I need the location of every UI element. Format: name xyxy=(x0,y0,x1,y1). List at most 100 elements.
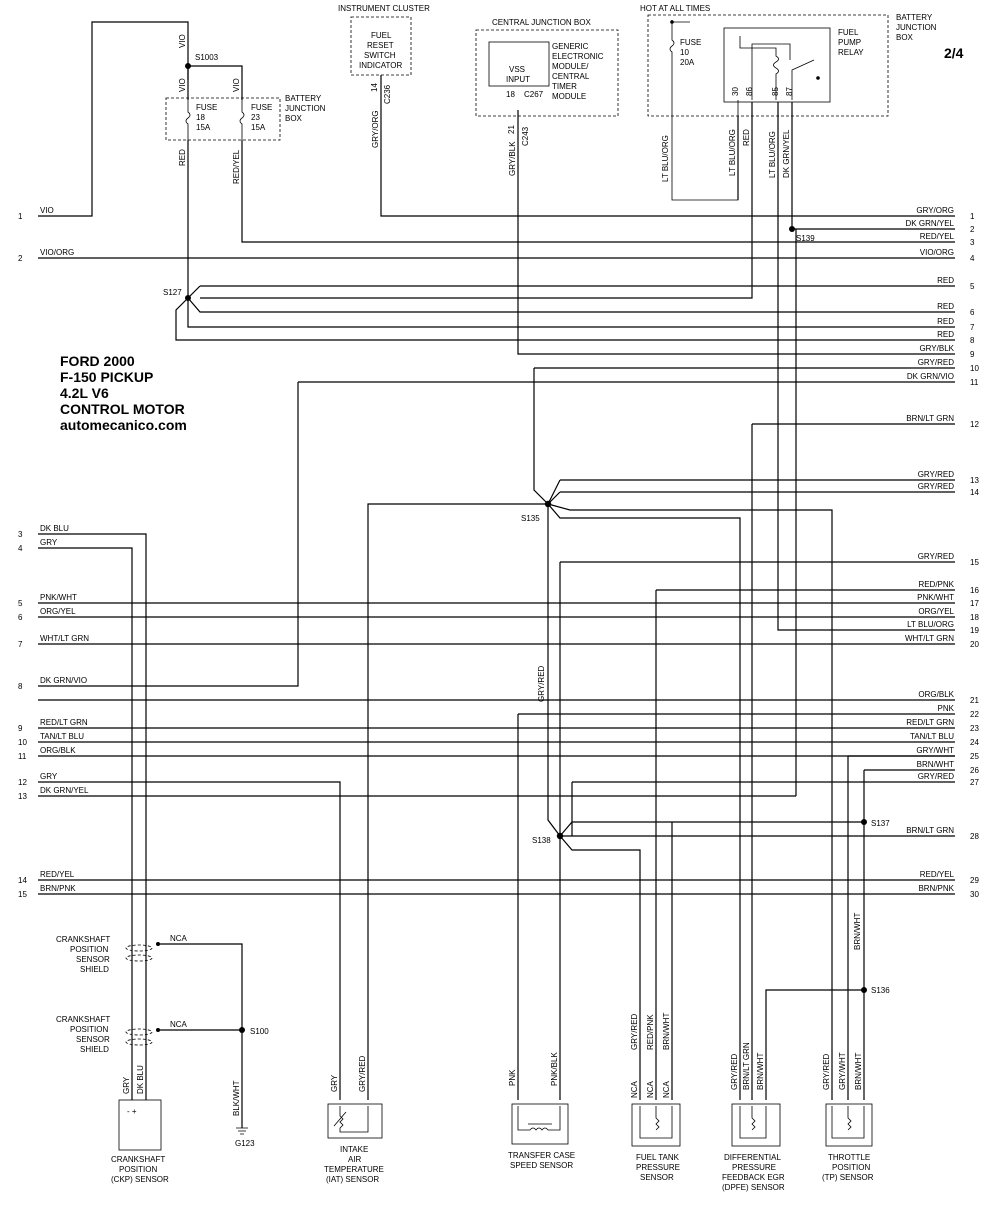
dpfe-l4: (DPFE) SENSOR xyxy=(722,1183,785,1192)
wire-gry-red-to-s135 xyxy=(533,368,549,505)
cjb-box xyxy=(475,29,619,117)
right-pin-wire-label: DK GRN/VIO xyxy=(907,372,954,381)
right-pin-wire-label: BRN/LT GRN xyxy=(906,414,954,423)
bus-red-6 xyxy=(187,297,955,313)
tp-l3: (TP) SENSOR xyxy=(822,1173,874,1182)
bjb-right-l3: BOX xyxy=(896,33,914,42)
right-pin-wire-label: RED xyxy=(937,317,954,326)
wire-gry-blk-label: GRY/BLK xyxy=(508,141,517,176)
ftp-l1: FUEL TANK xyxy=(636,1153,680,1162)
left-pin-wire-label: RED/YEL xyxy=(40,870,75,879)
title-line1: FORD 2000 xyxy=(60,353,135,369)
wire-blk-wht-label: BLK/WHT xyxy=(232,1080,241,1116)
left-pin-number: 12 xyxy=(18,778,27,787)
shield1-l2: POSITION xyxy=(70,945,108,954)
tcs-coil-icon xyxy=(517,1106,561,1131)
dp-brnltgrn-label: BRN/LT GRN xyxy=(742,1042,751,1090)
wire-gry-red-s135-s138 xyxy=(547,504,561,837)
wire-vio-main xyxy=(38,21,189,217)
right-pin-wire-label: RED xyxy=(937,302,954,311)
fuse10-l3: 20A xyxy=(680,58,695,67)
title-line3: 4.2L V6 xyxy=(60,385,109,401)
right-pin-number: 12 xyxy=(970,420,979,429)
fuse23-l2: 23 xyxy=(251,113,260,122)
right-pin-number: 5 xyxy=(970,282,975,291)
wire-gry-wht-25 xyxy=(847,755,955,1100)
fuse18-l3: 15A xyxy=(196,123,211,132)
ckp-l1: CRANKSHAFT xyxy=(111,1155,165,1164)
dpfe-l2: PRESSURE xyxy=(732,1163,776,1172)
fuse10-l2: 10 xyxy=(680,48,689,57)
ckp-l3: (CKP) SENSOR xyxy=(111,1175,169,1184)
splice-s100-label: S100 xyxy=(250,1027,269,1036)
splice-s137 xyxy=(861,819,867,825)
fuse23-l1: FUSE xyxy=(251,103,272,112)
wire-red-yel xyxy=(241,140,955,243)
gem-l5: TIMER xyxy=(552,82,577,91)
ftp-pot-icon xyxy=(639,1106,673,1139)
left-pin-wire-label: DK GRN/VIO xyxy=(40,676,87,685)
page-indicator: 2/4 xyxy=(944,45,964,61)
battery-junction-box-right xyxy=(647,14,889,117)
iat-gryred-label: GRY/RED xyxy=(358,1055,367,1092)
fuse23-l3: 15A xyxy=(251,123,266,132)
tp-l2: POSITION xyxy=(832,1163,870,1172)
shield2-l4: SHIELD xyxy=(80,1045,109,1054)
wire-s138-s137 xyxy=(559,821,864,837)
left-pin-wire-label: WHT/LT GRN xyxy=(40,634,89,643)
right-pin-wire-label: GRY/RED xyxy=(918,772,955,781)
wire-pnk-22 xyxy=(517,713,955,1100)
fuse-10-icon xyxy=(669,20,739,201)
bjb-left-l3: BOX xyxy=(285,114,303,123)
fuse18-l1: FUSE xyxy=(196,103,217,112)
relay-pin30: 30 xyxy=(731,87,740,96)
relay-pin86: 86 xyxy=(745,87,754,96)
relay-switch-icon xyxy=(791,59,815,100)
right-pin-number: 4 xyxy=(970,254,975,263)
fuse-18-icon xyxy=(185,100,191,140)
fuse-10-feed-dot xyxy=(670,20,674,24)
wire-brn-wht-dpfe xyxy=(765,989,864,1100)
dpfe-sensor-box xyxy=(731,1103,781,1147)
ckp-pin-labels: - + xyxy=(127,1107,137,1116)
right-pin-wire-label: GRY/RED xyxy=(918,552,955,561)
relay-l3: RELAY xyxy=(838,48,864,57)
right-pin-number: 8 xyxy=(970,336,975,345)
right-pin-number: 3 xyxy=(970,238,975,247)
ftp-l2: PRESSURE xyxy=(636,1163,680,1172)
right-pin-number: 11 xyxy=(970,378,979,387)
dp-brnwht-label: BRN/WHT xyxy=(756,1053,765,1090)
splice-s1003-label: S1003 xyxy=(195,53,219,62)
right-pin-wire-label: RED xyxy=(937,276,954,285)
left-pin-number: 1 xyxy=(18,212,23,221)
ftp-l3: SENSOR xyxy=(640,1173,674,1182)
wire-gry-red-dpfe xyxy=(547,503,741,1100)
hot-at-all-times: HOT AT ALL TIMES xyxy=(640,4,710,13)
shield2-l2: POSITION xyxy=(70,1025,108,1034)
right-pin-number: 19 xyxy=(970,626,979,635)
right-pin-number: 30 xyxy=(970,890,979,899)
right-pin-number: 28 xyxy=(970,832,979,841)
right-pin-wire-label: PNK xyxy=(938,704,955,713)
wire-lt-blu-org2-label: LT BLU/ORG xyxy=(728,129,737,176)
splice-s139-label: S139 xyxy=(796,234,815,243)
ft-nca3: NCA xyxy=(662,1080,671,1098)
tp-grywht-label: GRY/WHT xyxy=(838,1052,847,1090)
left-pin-number: 8 xyxy=(18,682,23,691)
dpfe-l1: DIFFERENTIAL xyxy=(724,1153,781,1162)
right-pin-number: 2 xyxy=(970,225,975,234)
dpfe-pot-icon xyxy=(739,1106,767,1139)
tp-sensor-box xyxy=(825,1103,873,1147)
ckp-sensor-box xyxy=(118,1099,162,1151)
bjb-right-l2: JUNCTION xyxy=(896,23,937,32)
left-pin-wire-label: BRN/PNK xyxy=(40,884,76,893)
iat-l3: TEMPERATURE xyxy=(324,1165,384,1174)
frs-l4: INDICATOR xyxy=(359,61,402,70)
right-pin-number: 27 xyxy=(970,778,979,787)
right-pin-wire-label: ORG/BLK xyxy=(918,690,954,699)
wire-brn-lt-grn-12 xyxy=(751,423,955,1100)
tp-pot-icon xyxy=(831,1106,865,1139)
wire-gry-blk xyxy=(517,110,955,355)
right-pin-wire-label: LT BLU/ORG xyxy=(907,620,954,629)
